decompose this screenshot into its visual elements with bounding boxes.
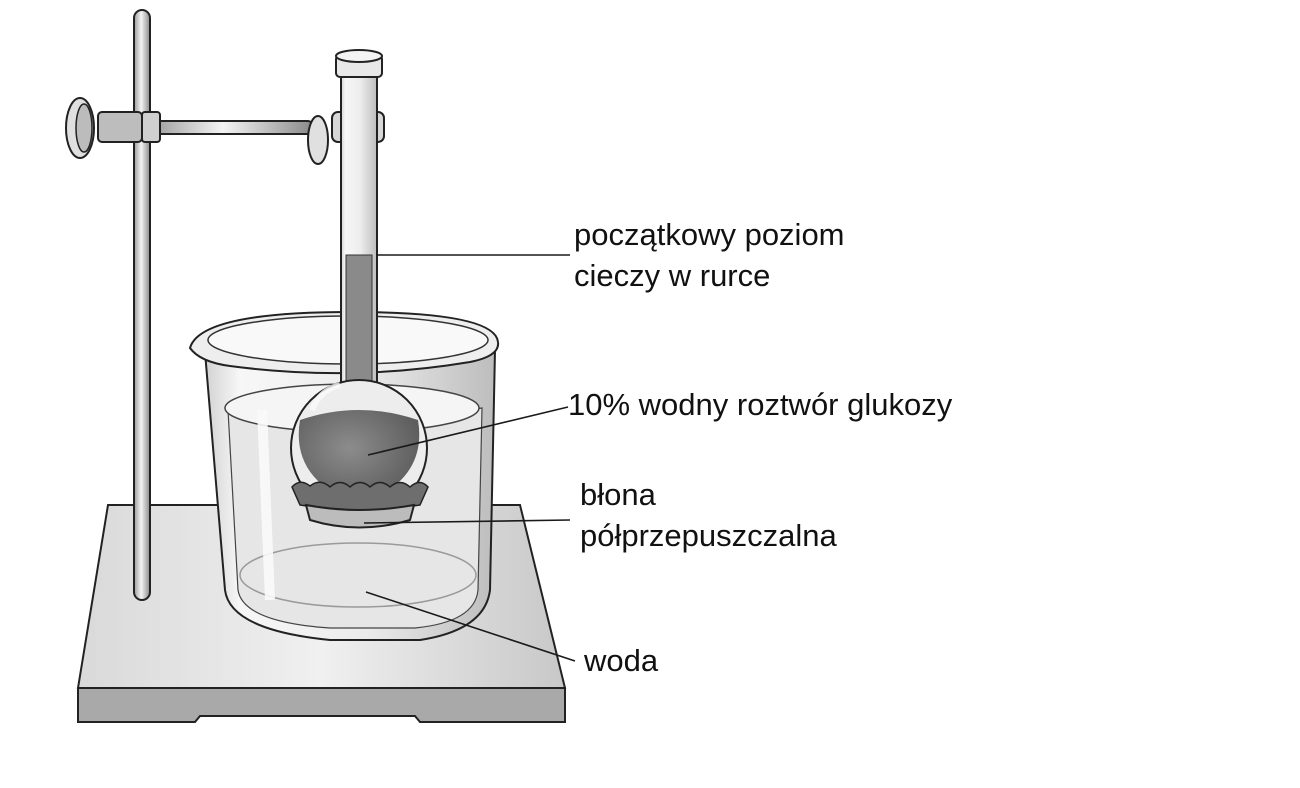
semipermeable-membrane <box>291 481 429 529</box>
label-membrane-line2: półprzepuszczalna <box>580 518 837 553</box>
stand-rod <box>133 9 151 601</box>
label-membrane-line1: błona <box>580 477 656 512</box>
leader-membrane <box>363 519 571 524</box>
clamp <box>65 97 385 165</box>
label-glucose-solution: 10% wodny roztwór glukozy <box>568 387 953 422</box>
label-initial-level-line2: cieczy w rurce <box>574 258 771 293</box>
glucose-bulb <box>290 379 428 517</box>
leader-water <box>365 591 576 662</box>
label-water: woda <box>584 643 659 678</box>
leader-lines <box>363 254 576 662</box>
leader-glucose <box>367 406 569 456</box>
label-initial-level-line1: początkowy poziom <box>574 217 845 252</box>
osmometer-tube <box>335 49 383 406</box>
